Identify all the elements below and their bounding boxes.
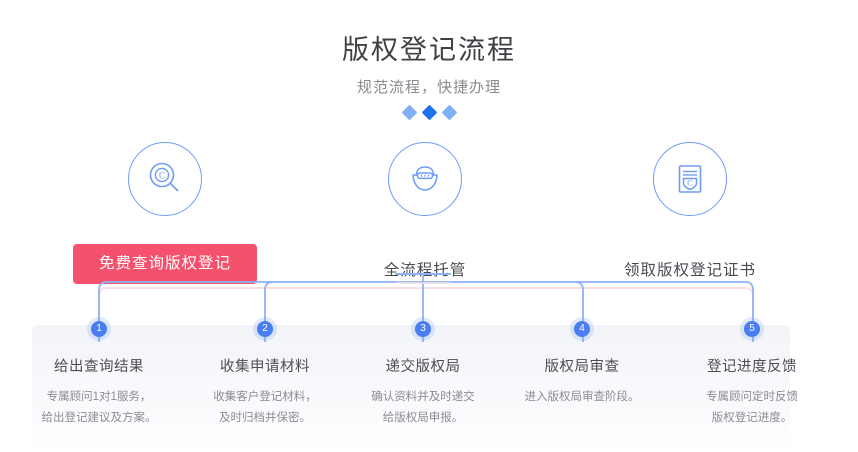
step-title-5: 登记进度反馈 (707, 359, 797, 375)
step-badge-5: 5 (744, 321, 760, 337)
step-desc-line-1: 收集客户登记材料， (213, 391, 317, 403)
step-description-4: 进入版权局审查阶段。 (497, 387, 667, 408)
step-title-4: 版权局审查 (544, 359, 620, 375)
copyright-search-icon: C (128, 142, 202, 216)
free-copyright-query-button[interactable]: 免费查询版权登记 (72, 244, 257, 284)
svg-text:C: C (687, 178, 693, 187)
step-badge-2: 2 (257, 321, 273, 337)
step-description-1: 专属顾问1对1服务， 给出登记建议及方案。 (14, 387, 184, 429)
page-subtitle: 规范流程，快捷办理 (356, 79, 501, 96)
step-desc-line-1: 进入版权局审查阶段。 (524, 391, 640, 403)
step-desc-line-2: 给版权局申报。 (382, 412, 464, 424)
step-description-2: 收集客户登记材料， 及时归档并保密。 (180, 387, 350, 429)
service-label-certificate: 领取版权登记证书 (623, 262, 756, 279)
diamond-icon-right (441, 104, 457, 121)
step-description-3: 确认资料并及时递交 给版权局申报。 (338, 387, 508, 429)
diamond-divider (0, 104, 858, 121)
svg-text:C: C (159, 171, 165, 181)
step-title-2: 收集申请材料 (220, 359, 310, 375)
step-badge-3: 3 (415, 321, 431, 337)
diamond-icon-center (421, 104, 437, 121)
page-title: 版权登记流程 (342, 35, 516, 65)
custody-basket-icon (388, 142, 462, 216)
step-desc-line-1: 确认资料并及时递交 (371, 391, 475, 403)
service-item-search: C 免费查询版权登记 (65, 142, 265, 284)
steps-panel-background (32, 325, 790, 452)
step-desc-line-1: 专属顾问1对1服务， (46, 391, 152, 403)
step-desc-line-1: 专属顾问定时反馈 (706, 391, 798, 403)
service-item-certificate: C 领取版权登记证书 (590, 142, 790, 280)
step-title-3: 递交版权局 (385, 359, 461, 375)
certificate-shield-icon: C (653, 142, 727, 216)
step-desc-line-2: 给出登记建议及方案。 (41, 412, 157, 424)
step-description-5: 专属顾问定时反馈 版权登记进度。 (667, 387, 837, 429)
step-title-1: 给出查询结果 (54, 359, 144, 375)
step-desc-line-2: 及时归档并保密。 (219, 412, 311, 424)
diamond-icon-left (401, 104, 417, 121)
service-item-custody: 全流程托管 (325, 142, 525, 280)
step-badge-4: 4 (574, 321, 590, 337)
step-badge-1: 1 (91, 321, 107, 337)
step-desc-line-2: 版权登记进度。 (711, 412, 793, 424)
